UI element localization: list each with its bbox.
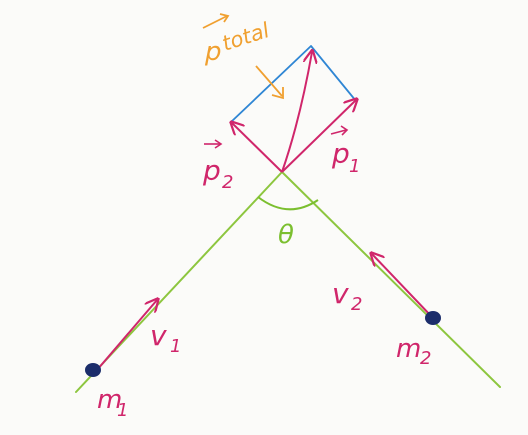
theta-label: θ [278, 220, 294, 250]
p2-subscript: 2 [222, 172, 233, 193]
p2-overbar-head [214, 139, 223, 149]
p1-overbar [330, 129, 347, 135]
p2-vector [232, 123, 283, 173]
v2-vector [372, 254, 433, 318]
v2-subscript: 2 [351, 294, 362, 315]
v1-vector [96, 300, 157, 371]
p2-letter: p [202, 154, 221, 187]
m2-subscript: 2 [420, 348, 431, 369]
trajectory-m2 [281, 171, 501, 388]
v1-subscript: 1 [170, 336, 181, 357]
m2-letter: m [396, 334, 421, 364]
p1-letter: p [331, 137, 350, 170]
v2-letter: v [332, 277, 349, 310]
theta-arc [257, 196, 319, 211]
v1-letter: v [150, 319, 167, 352]
m1-subscript: 1 [117, 400, 128, 421]
mass-2-dot [425, 311, 441, 325]
p-total-vector [281, 52, 312, 173]
parallelogram-outline [230, 45, 357, 123]
m1-letter: m [97, 385, 122, 415]
p1-subscript: 1 [349, 156, 360, 177]
mass-1-dot [85, 363, 101, 377]
p1-vector [281, 100, 356, 173]
p1-overbar-head [340, 125, 349, 136]
p-total-overbar [202, 15, 228, 29]
p-total-pointer-head [271, 87, 284, 100]
p-total-letter: p [204, 37, 222, 67]
p-total-overbar-head [219, 13, 230, 23]
p-total-pointer [255, 65, 283, 97]
p-total-subscript: total [219, 18, 272, 56]
